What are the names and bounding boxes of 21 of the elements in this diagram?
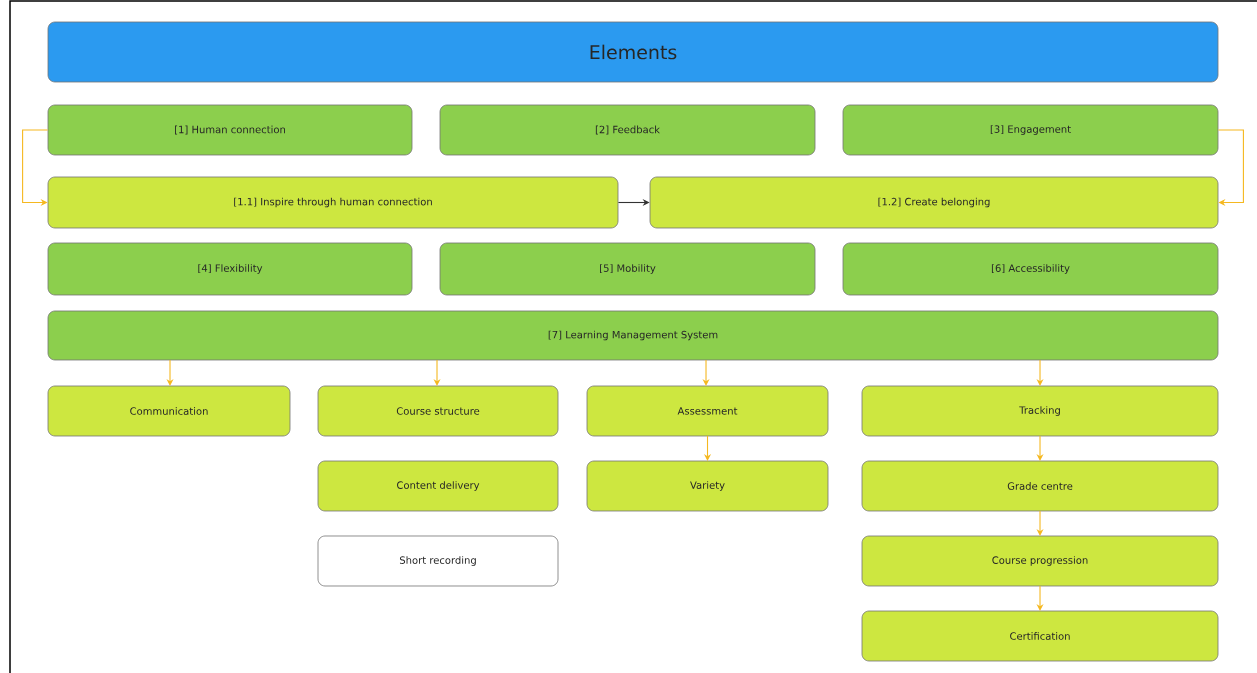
sub-element-box: [1.2] Create belonging (649, 176, 1219, 229)
feature-box: Assessment (586, 385, 829, 437)
feature-box: Tracking (861, 385, 1219, 437)
feature-box: Short recording (317, 535, 559, 587)
feature-box: Communication (47, 385, 291, 437)
element-box: [2] Feedback (439, 104, 816, 156)
element-box: [7] Learning Management System (47, 310, 1219, 361)
feature-box: Variety (586, 460, 829, 512)
element-box: [3] Engagement (842, 104, 1219, 156)
feature-box: Course progression (861, 535, 1219, 587)
feature-box: Content delivery (317, 460, 559, 512)
feature-box: Course structure (317, 385, 559, 437)
arrow (1217, 129, 1244, 207)
element-box: [4] Flexibility (47, 242, 413, 296)
feature-box: Grade centre (861, 460, 1219, 512)
element-box: [1] Human connection (47, 104, 413, 156)
element-box: [6] Accessibility (842, 242, 1219, 296)
element-box: [5] Mobility (439, 242, 816, 296)
sub-element-box: [1.1] Inspire through human connection (47, 176, 619, 229)
feature-box: Certification (861, 610, 1219, 662)
header-bar: Elements (47, 21, 1219, 83)
